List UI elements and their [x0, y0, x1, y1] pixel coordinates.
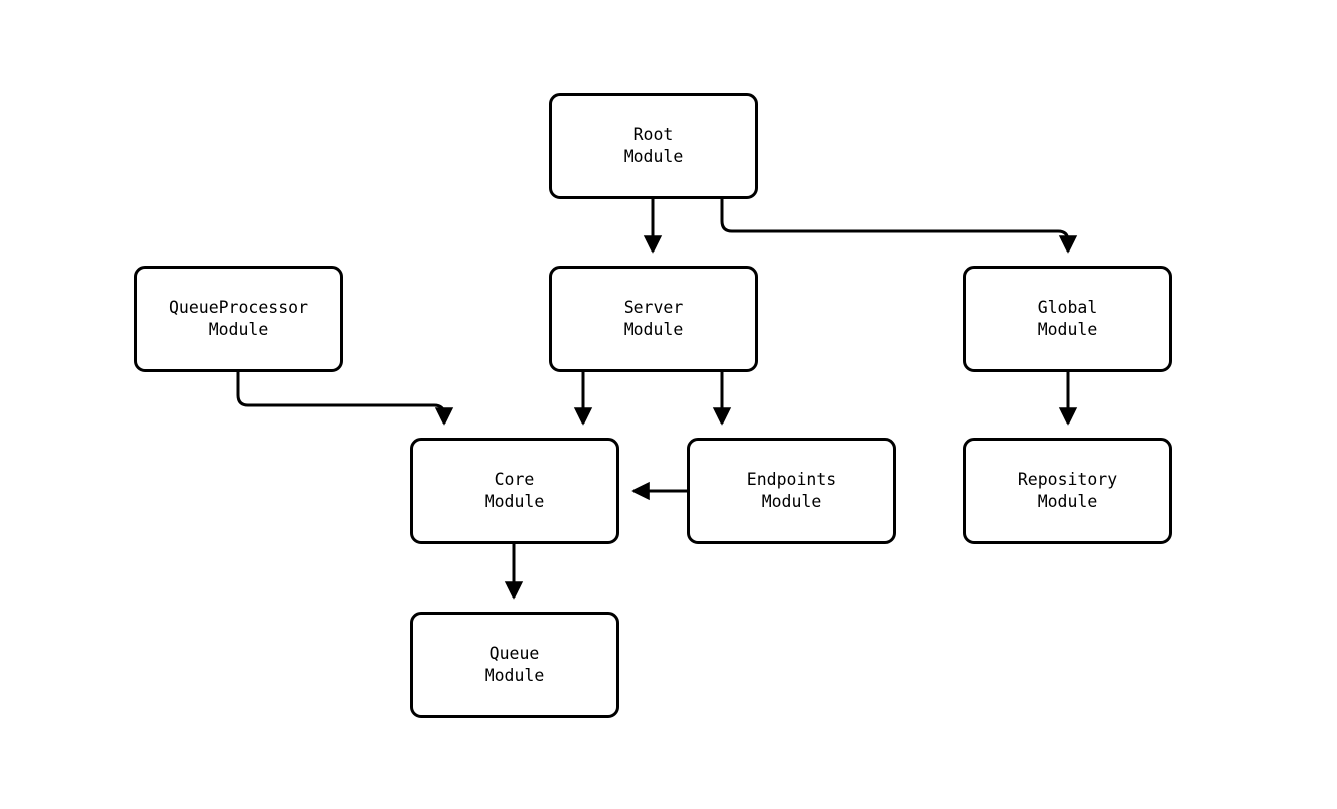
- node-root-module-name: Root: [633, 125, 674, 144]
- edge-root-to-global: [720, 199, 1078, 254]
- edge-queueprocessor-to-core: [236, 372, 454, 426]
- node-repository-module-name: Repository: [1017, 470, 1118, 489]
- node-endpoints-module-name: Endpoints: [746, 470, 837, 489]
- node-repository-module-suffix: Module: [1037, 492, 1098, 511]
- node-server-module[interactable]: Server Module: [549, 266, 758, 372]
- node-server-module-suffix: Module: [623, 320, 684, 339]
- node-global-module-suffix: Module: [1037, 320, 1098, 339]
- node-global-module-name: Global: [1037, 298, 1098, 317]
- node-queue-module[interactable]: Queue Module: [410, 612, 619, 718]
- node-queueprocessor-module-name: QueueProcessor: [168, 298, 309, 317]
- node-repository-module[interactable]: Repository Module: [963, 438, 1172, 544]
- node-queueprocessor-module-suffix: Module: [208, 320, 269, 339]
- node-global-module[interactable]: Global Module: [963, 266, 1172, 372]
- node-server-module-name: Server: [623, 298, 684, 317]
- node-queue-module-suffix: Module: [484, 666, 545, 685]
- node-core-module[interactable]: Core Module: [410, 438, 619, 544]
- node-endpoints-module-suffix: Module: [761, 492, 822, 511]
- node-root-module-suffix: Module: [623, 147, 684, 166]
- node-queue-module-name: Queue: [489, 644, 540, 663]
- node-root-module[interactable]: Root Module: [549, 93, 758, 199]
- node-endpoints-module[interactable]: Endpoints Module: [687, 438, 896, 544]
- node-core-module-name: Core: [494, 470, 535, 489]
- node-queueprocessor-module[interactable]: QueueProcessor Module: [134, 266, 343, 372]
- node-core-module-suffix: Module: [484, 492, 545, 511]
